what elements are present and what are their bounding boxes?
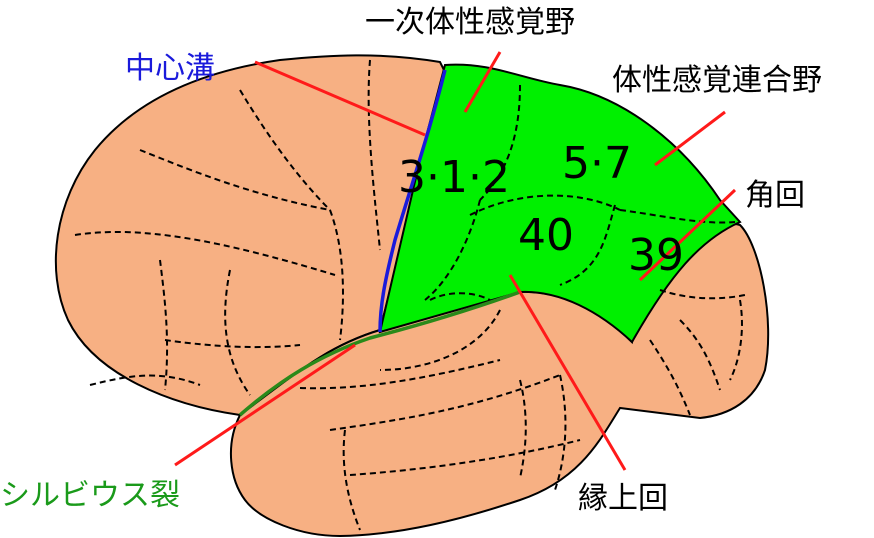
pointer-angular: [638, 188, 737, 282]
pointer-primary: [463, 51, 502, 113]
area-5-7: 5·7: [562, 138, 632, 189]
sylvian-fissure-line: [238, 290, 521, 417]
central-sulcus-line: [378, 69, 447, 333]
somatosensory-region: [378, 63, 742, 344]
label-central-sulcus: 中心溝: [125, 51, 215, 86]
label-sylvian-fissure: シルビウス裂: [0, 478, 180, 513]
label-somatosensory-association: 体性感覚連合野: [612, 63, 822, 98]
pointer-sylvian: [174, 343, 356, 467]
area-3-1-2: 3·1·2: [398, 152, 510, 203]
label-primary-somatosensory: 一次体性感覚野: [365, 5, 575, 40]
pointer-association: [654, 110, 726, 167]
pointer-central-sulcus: [254, 60, 426, 137]
label-supramarginal-gyrus: 縁上回: [578, 481, 668, 516]
area-40: 40: [518, 210, 574, 261]
area-39: 39: [628, 230, 684, 281]
label-angular-gyrus: 角回: [745, 178, 805, 213]
pointer-supramarginal: [508, 274, 627, 471]
